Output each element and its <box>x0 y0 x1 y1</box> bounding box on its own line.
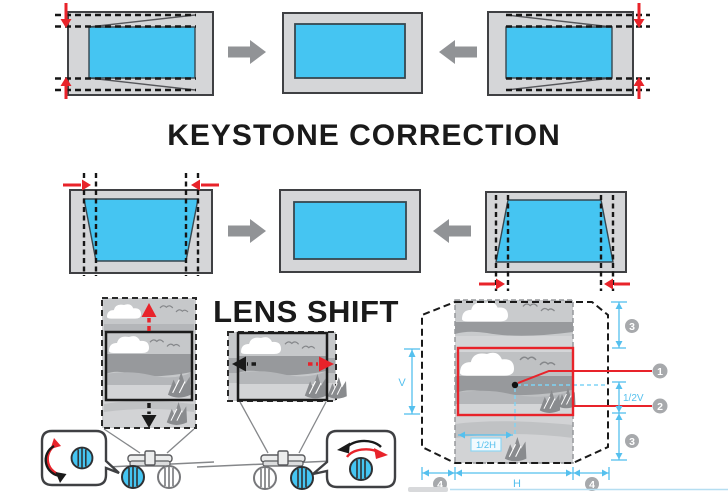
svg-text:4: 4 <box>437 479 443 491</box>
rotate-dial-arrows-icon <box>337 439 388 459</box>
lens-shift-range-diagram: V 1/2V 1/2H <box>398 299 728 492</box>
horizontal-lens-dial-icon <box>157 465 181 489</box>
callout-1-leader <box>517 370 652 384</box>
landscape-image-current <box>236 331 329 402</box>
cropped-element <box>408 487 448 492</box>
callout-1-badge: 1 <box>652 363 668 379</box>
lens-dial-icon <box>349 457 373 481</box>
shift-left-arrow-icon <box>232 356 256 372</box>
projector-icon <box>260 450 306 467</box>
h-dimension: H <box>421 467 610 490</box>
projected-image <box>294 23 406 79</box>
transform-arrow-left-icon <box>439 40 477 64</box>
projection-line <box>239 401 269 454</box>
projector-icon <box>127 450 173 467</box>
callout-3-bottom-badge: 3 <box>625 434 639 448</box>
keystone-horizontal-row <box>63 173 630 291</box>
speech-bubble <box>312 429 397 489</box>
svg-text:1: 1 <box>657 366 663 378</box>
keystone-dashed-guides <box>82 173 200 276</box>
projected-image <box>83 198 199 262</box>
vertical-lens-dial-icon <box>121 465 145 489</box>
half-v-dimension-label: 1/2V <box>623 393 644 404</box>
projected-image-outline <box>456 346 575 417</box>
red-correction-arrow-right-icon <box>63 179 91 191</box>
callout-3-top-badge: 3 <box>625 319 639 333</box>
screen-distorted-right <box>487 3 650 99</box>
screen-distorted-left <box>55 3 214 99</box>
dial-rotation-callout <box>40 429 120 487</box>
lens-shift-range-outline <box>421 301 609 464</box>
keystone-dashed-guides <box>506 13 650 92</box>
keystone-correction-title: KEYSTONE CORRECTION <box>167 119 561 152</box>
svg-text:3: 3 <box>629 436 635 448</box>
dial-rotation-callout <box>312 429 397 489</box>
red-correction-arrow-down-icon <box>633 3 645 28</box>
shift-up-arrow-icon <box>141 303 157 331</box>
svg-text:3: 3 <box>629 321 635 333</box>
projected-image <box>495 199 614 263</box>
keystone-dashed-guides <box>494 195 615 291</box>
shift-down-arrow-icon <box>141 403 157 428</box>
projection-line <box>166 428 195 454</box>
image-center-dot <box>511 381 519 389</box>
callout-4-right-badge: 4 <box>585 477 599 491</box>
h-dimension-label: H <box>513 478 521 490</box>
projected-image <box>88 26 196 79</box>
right-dimension-column <box>611 301 627 461</box>
screen-corrected-top <box>282 12 423 94</box>
svg-text:4: 4 <box>589 479 595 491</box>
lens-shift-title: LENS SHIFT <box>213 294 399 329</box>
lens-shift-vertical-diagram <box>40 297 215 489</box>
callout-2-badge: 2 <box>652 398 668 414</box>
half-h-dimension-label: 1/2H <box>476 440 496 451</box>
shift-right-arrow-icon <box>308 356 334 372</box>
v-dimension <box>404 348 420 415</box>
horizontal-lens-dial-icon <box>290 466 314 490</box>
red-correction-arrow-left-icon <box>191 179 219 191</box>
v-dimension-label: V <box>398 377 406 389</box>
lens-shift-horizontal-diagram <box>196 331 397 490</box>
keystone-dashed-guides <box>55 13 196 92</box>
red-correction-arrow-left-icon <box>604 278 630 290</box>
red-correction-arrow-down-icon <box>60 3 72 28</box>
red-correction-arrow-up-icon <box>60 77 72 99</box>
screen-distorted-top-narrow <box>479 191 630 291</box>
projection-line <box>298 401 327 454</box>
projected-image <box>293 201 407 260</box>
projection-line <box>103 428 141 454</box>
landscape-image-current <box>104 330 194 402</box>
transform-arrow-right-icon <box>228 40 266 64</box>
keystone-vertical-row <box>55 3 650 99</box>
screen-distorted-top-wide <box>63 173 219 276</box>
vertical-lens-dial-icon <box>253 466 277 490</box>
screen-corrected-bottom <box>279 189 421 273</box>
transform-arrow-left-icon <box>433 219 471 243</box>
rotate-dial-arrows-icon <box>44 438 67 483</box>
red-correction-arrow-up-icon <box>633 77 645 99</box>
transform-arrow-right-icon <box>228 219 266 243</box>
svg-text:2: 2 <box>657 401 663 413</box>
red-correction-arrow-right-icon <box>479 278 505 290</box>
half-h-dimension: 1/2H <box>458 431 513 452</box>
projected-image <box>505 26 613 79</box>
lens-dial-icon <box>70 446 94 470</box>
